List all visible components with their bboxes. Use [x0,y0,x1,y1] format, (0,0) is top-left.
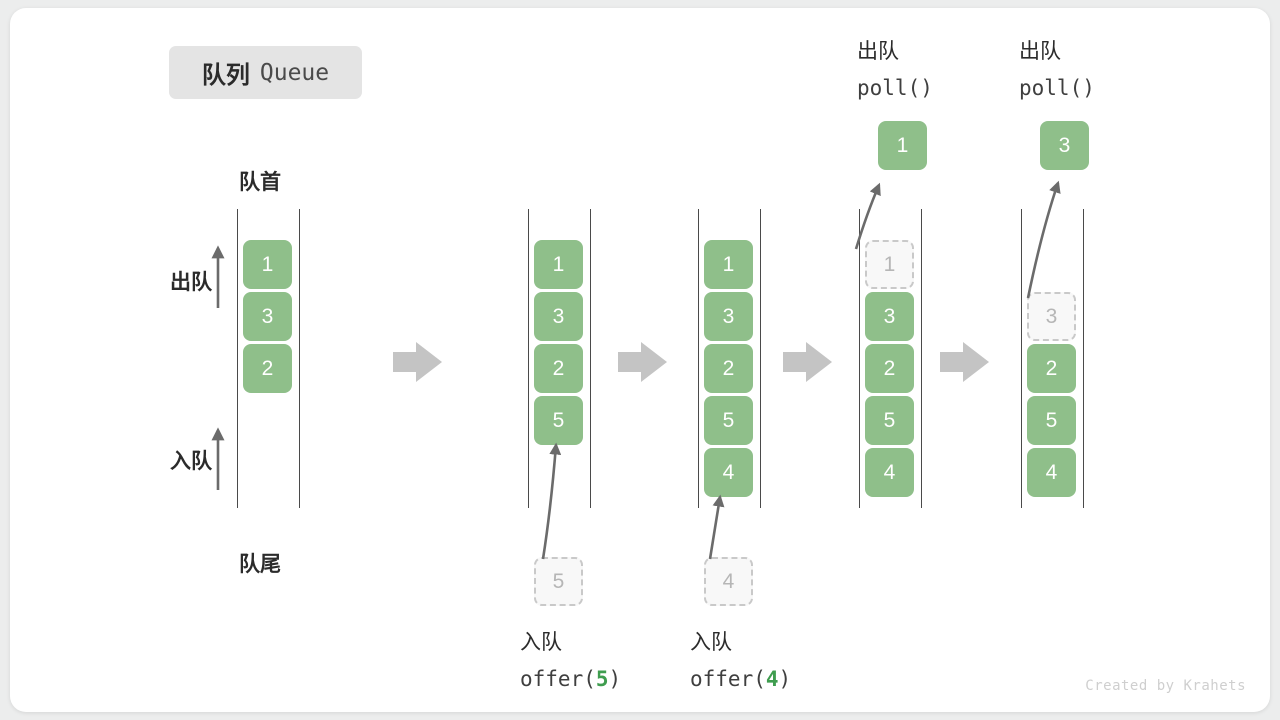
rail-right [760,209,761,508]
rail-left [1021,209,1022,508]
queue-element-new: 5 [534,396,583,445]
incoming-ghost-element: 4 [704,557,753,606]
caption-code: poll() [857,76,933,100]
queue-state-after-poll-3: 3 2 5 4 3 [1021,8,1221,712]
polled-value-box: 3 [1040,121,1089,170]
caption-poll-1: 出队 poll() [857,34,1057,106]
queue-element: 4 [1027,448,1076,497]
dequeue-arrow-label: 出队 [170,271,212,294]
caption-cn: 出队 [1019,40,1061,63]
diagram-title-badge: 队列 Queue [169,46,362,99]
rail-left [859,209,860,508]
caption-code: offer(5) [520,667,622,691]
queue-element: 2 [865,344,914,393]
rail-left [237,209,238,508]
polled-value-box: 1 [878,121,927,170]
rail-right [299,209,300,508]
queue-element: 5 [865,396,914,445]
enqueue-arrow-label: 入队 [170,450,212,473]
queue-element: 2 [243,344,292,393]
queue-state-initial: 1 3 2 [237,8,437,712]
caption-cn: 入队 [520,631,562,654]
queue-element: 1 [704,240,753,289]
queue-element: 2 [534,344,583,393]
caption-offer-4: 入队 offer(4) [690,625,920,697]
removed-ghost-element: 1 [865,240,914,289]
rail-right [1083,209,1084,508]
incoming-ghost-element: 5 [534,557,583,606]
queue-element: 2 [1027,344,1076,393]
queue-element: 3 [243,292,292,341]
caption-cn: 出队 [857,40,899,63]
watermark-credit: Created by Krahets [1085,678,1246,694]
rear-label: 队尾 [239,553,281,576]
queue-element: 3 [704,292,753,341]
caption-code: poll() [1019,76,1095,100]
queue-state-after-offer-5: 1 3 2 5 5 [528,8,728,712]
queue-element-new: 4 [704,448,753,497]
diagram-stage: 队列 Queue 1 3 2 队首 队尾 出队 入队 1 3 2 5 5 入队 … [10,8,1270,712]
diagram-card: 队列 Queue 1 3 2 队首 队尾 出队 入队 1 3 2 5 5 入队 … [10,8,1270,712]
rail-right [590,209,591,508]
caption-poll-3: 出队 poll() [1019,34,1219,106]
caption-cn: 入队 [690,631,732,654]
title-en: Queue [259,59,330,86]
caption-offer-5: 入队 offer(5) [520,625,750,697]
caption-code: offer(4) [690,667,792,691]
front-label: 队首 [239,171,281,194]
queue-element: 2 [704,344,753,393]
queue-state-after-poll-1: 1 3 2 5 4 1 [859,8,1059,712]
rail-left [698,209,699,508]
title-cn: 队列 [201,62,250,89]
removed-ghost-element: 3 [1027,292,1076,341]
queue-element: 1 [243,240,292,289]
queue-element: 1 [534,240,583,289]
queue-element: 5 [704,396,753,445]
rail-left [528,209,529,508]
rail-right [921,209,922,508]
queue-element: 3 [534,292,583,341]
queue-element: 3 [865,292,914,341]
queue-state-after-offer-4: 1 3 2 5 4 4 [698,8,898,712]
queue-element: 4 [865,448,914,497]
queue-element: 5 [1027,396,1076,445]
